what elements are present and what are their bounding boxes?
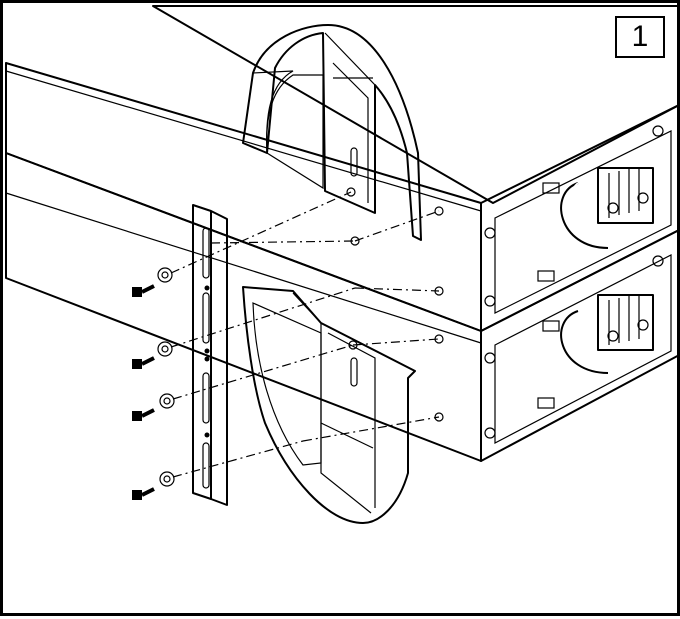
screw-icon (132, 356, 155, 369)
upper-handle (560, 167, 654, 249)
screw-icon (132, 487, 155, 500)
screws (132, 284, 155, 500)
washers (157, 267, 175, 487)
assembly-illustration: .ln { stroke: #000; stroke-width: 2; fil… (5, 5, 680, 524)
ups-lower-unit (5, 152, 680, 462)
screw-icon (132, 408, 155, 421)
ups-upper-unit (5, 5, 680, 332)
screw-icon (132, 284, 155, 297)
alignment-guides (170, 191, 440, 478)
washer-icon (157, 267, 173, 283)
step-number-badge: 1 (615, 16, 665, 58)
lower-mounting-bracket (242, 286, 416, 524)
washer-icon (159, 393, 175, 409)
washer-icon (157, 341, 173, 357)
lower-handle (560, 294, 654, 374)
upper-mounting-bracket (242, 24, 422, 246)
step-number: 1 (631, 20, 649, 53)
washer-icon (159, 471, 175, 487)
vertical-rail (192, 204, 228, 506)
